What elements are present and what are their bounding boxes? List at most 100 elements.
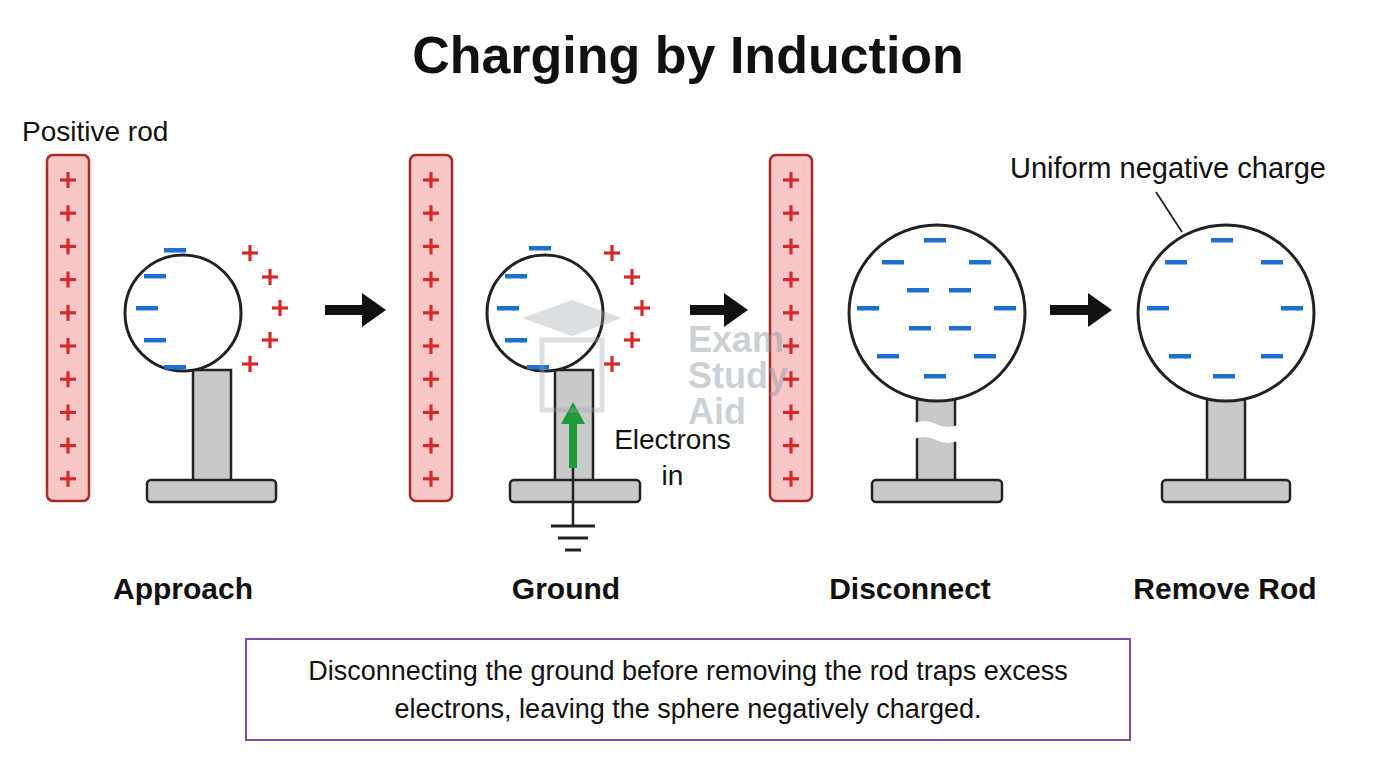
plus-stroke — [789, 404, 792, 420]
plus-sign — [60, 471, 76, 487]
stage-remove-rod — [1138, 225, 1314, 502]
arrow-head — [362, 293, 386, 327]
diagram-title: Charging by Induction — [0, 24, 1376, 86]
plus-stroke — [268, 332, 271, 348]
plus-sign — [60, 438, 76, 454]
plus-sign — [423, 205, 439, 221]
ground-symbol — [558, 537, 588, 540]
minus-sign — [994, 306, 1016, 311]
minus-sign — [144, 274, 166, 279]
plus-sign — [783, 471, 799, 487]
step-arrow — [325, 293, 386, 327]
plus-stroke — [248, 245, 251, 261]
stand-base — [1162, 480, 1290, 502]
minus-sign — [505, 338, 527, 343]
plus-sign — [624, 269, 640, 285]
ground-symbol — [565, 549, 581, 552]
plus-sign — [634, 300, 650, 316]
stand-post — [555, 370, 593, 482]
minus-sign — [1169, 354, 1191, 359]
conducting-sphere — [849, 225, 1025, 401]
ground-wire — [572, 468, 575, 526]
plus-stroke — [248, 356, 251, 372]
plus-stroke — [610, 356, 613, 372]
plus-sign — [423, 305, 439, 321]
arrow-shaft — [325, 305, 364, 315]
plus-sign — [783, 438, 799, 454]
plus-stroke — [66, 371, 69, 387]
ground-break — [912, 421, 960, 443]
minus-sign — [1147, 306, 1169, 311]
plus-stroke — [789, 238, 792, 254]
plus-sign — [783, 172, 799, 188]
plus-sign — [423, 238, 439, 254]
plus-stroke — [789, 371, 792, 387]
plus-sign — [262, 269, 278, 285]
minus-sign — [857, 306, 879, 311]
minus-sign — [974, 354, 996, 359]
plus-sign — [423, 172, 439, 188]
plus-sign — [423, 371, 439, 387]
plus-sign — [783, 205, 799, 221]
stage-disconnect — [770, 155, 1025, 502]
plus-stroke — [66, 404, 69, 420]
watermark: Exam Study Aid — [688, 322, 818, 430]
plus-stroke — [66, 438, 69, 454]
step-arrow — [1050, 293, 1112, 327]
plus-stroke — [640, 300, 643, 316]
watermark-cap — [522, 300, 622, 336]
callout-label: Uniform negative charge — [968, 150, 1368, 186]
plus-sign — [624, 332, 640, 348]
plus-sign — [783, 238, 799, 254]
minus-sign — [497, 306, 519, 311]
stage-label: Approach — [73, 570, 293, 608]
plus-sign — [60, 205, 76, 221]
plus-sign — [262, 332, 278, 348]
minus-sign — [924, 374, 946, 379]
stage-approach — [47, 155, 288, 502]
plus-sign — [60, 305, 76, 321]
plus-stroke — [429, 305, 432, 321]
conducting-sphere — [125, 255, 241, 371]
arrow-head — [1088, 293, 1112, 327]
plus-stroke — [429, 272, 432, 288]
plus-sign — [423, 338, 439, 354]
plus-stroke — [789, 172, 792, 188]
conducting-sphere — [1138, 225, 1314, 401]
plus-stroke — [429, 172, 432, 188]
plus-stroke — [789, 338, 792, 354]
plus-stroke — [268, 269, 271, 285]
minus-sign — [1165, 260, 1187, 265]
plus-stroke — [630, 269, 633, 285]
plus-stroke — [429, 404, 432, 420]
plus-stroke — [429, 205, 432, 221]
stage-label: Ground — [456, 570, 676, 608]
plus-stroke — [66, 338, 69, 354]
plus-stroke — [789, 205, 792, 221]
stand-base — [872, 480, 1002, 502]
plus-sign — [783, 338, 799, 354]
flow-label: Electrons in — [605, 422, 740, 494]
stage-label: Disconnect — [800, 570, 1020, 608]
stand-base — [510, 480, 640, 502]
minus-sign — [907, 288, 929, 293]
plus-sign — [60, 272, 76, 288]
plus-sign — [423, 272, 439, 288]
plus-sign — [423, 404, 439, 420]
minus-sign — [1281, 306, 1303, 311]
plus-stroke — [429, 438, 432, 454]
arrow-shaft — [690, 305, 726, 315]
plus-sign — [783, 305, 799, 321]
plus-sign — [242, 356, 258, 372]
part-label: Positive rod — [22, 114, 282, 150]
watermark-book — [542, 340, 602, 410]
stand-base — [147, 480, 276, 502]
minus-sign — [144, 338, 166, 343]
stand-post — [1207, 398, 1245, 482]
electron-flow-head — [561, 402, 585, 424]
stage-ground — [410, 155, 650, 550]
minus-sign — [505, 274, 527, 279]
caption-box: Disconnecting the ground before removing… — [245, 638, 1131, 741]
plus-stroke — [278, 300, 281, 316]
